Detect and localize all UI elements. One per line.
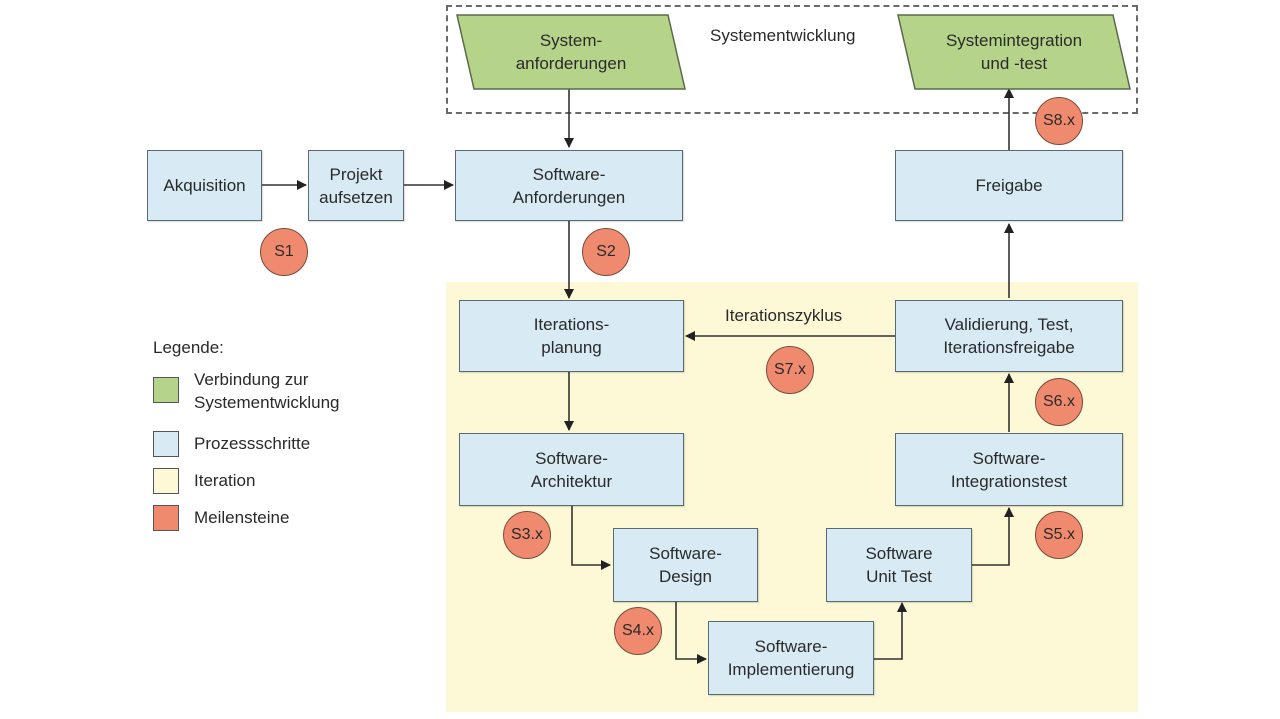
milestone-s3: S3.x [503,511,551,559]
step-software-requirements[interactable]: Software- Anforderungen [455,150,683,221]
arrow-arch-to-design [571,506,611,570]
step-release[interactable]: Freigabe [895,150,1123,221]
step-iteration-planning[interactable]: Iterations- planung [459,300,684,372]
legend-swatch-milestones [153,505,179,531]
milestone-s7: S7.x [766,346,814,394]
legend-label-iteration: Iteration [194,471,256,490]
milestone-s2: S2 [582,228,630,276]
milestone-s4: S4.x [614,607,662,655]
system-development-frame [446,5,1138,114]
legend-label-milestones: Meilensteine [194,508,290,527]
step-software-implementation[interactable]: Software- Implementierung [708,621,874,695]
milestone-s6: S6.x [1035,378,1083,426]
system-requirements-label: System- anforderungen [515,31,627,73]
milestone-s5: S5.x [1035,511,1083,559]
legend-swatch-process-steps [153,431,179,457]
arrow-unittest-to-inttest [972,507,1014,566]
iteration-cycle-label: Iterationszyklus [725,306,843,325]
legend-swatch-system-link [153,377,179,403]
step-software-architecture[interactable]: Software- Architektur [459,433,684,506]
step-project-setup[interactable]: Projekt aufsetzen [308,150,404,221]
system-integration-box[interactable]: Systemintegration und -test [897,14,1131,90]
milestone-s1: S1 [260,228,308,276]
legend-label-process-steps: Prozessschritte [194,434,311,453]
step-software-design[interactable]: Software- Design [613,528,758,602]
system-integration-label: Systemintegration und -test [945,31,1083,73]
step-validation[interactable]: Validierung, Test, Iterationsfreigabe [895,300,1123,372]
step-acquisition[interactable]: Akquisition [147,150,262,221]
step-software-integration-test[interactable]: Software- Integrationstest [895,433,1123,506]
milestone-s8: S8.x [1035,97,1083,145]
system-development-title: Systementwicklung [710,26,856,45]
legend-title: Legende: [153,338,224,357]
arrow-design-to-impl [675,602,707,664]
step-software-unit-test[interactable]: Software Unit Test [826,528,972,602]
legend-label-system-link: Verbindung zur Systementwicklung [194,370,340,412]
system-requirements-box[interactable]: System- anforderungen [456,14,686,90]
legend-swatch-iteration [153,468,179,494]
arrow-impl-to-unittest [873,602,907,660]
